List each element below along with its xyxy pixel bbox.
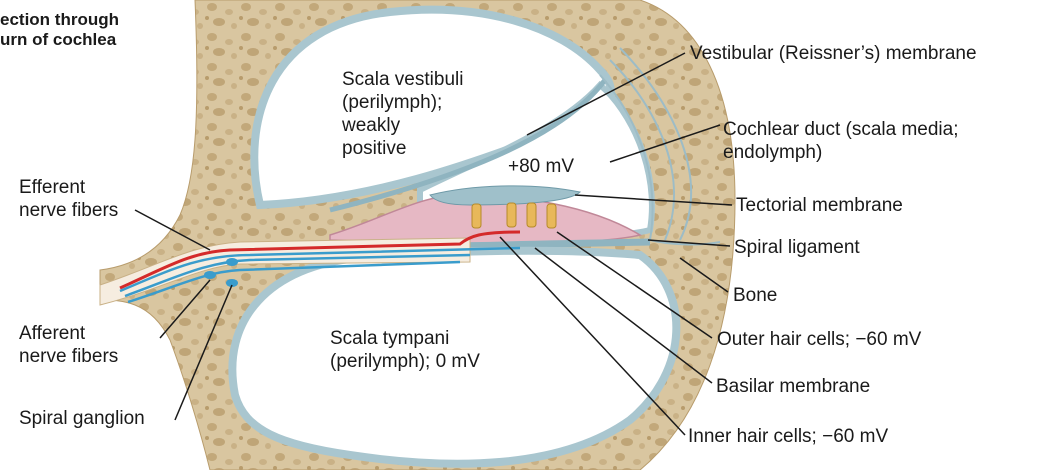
basilar-membrane-label: Basilar membrane xyxy=(716,375,870,398)
afferent-line-1: Afferent xyxy=(19,322,118,345)
efferent-line-1: Efferent xyxy=(19,176,118,199)
cochlear-duct-line-1: Cochlear duct (scala media; xyxy=(723,118,959,141)
afferent-fibers-label: Afferent nerve fibers xyxy=(19,322,118,368)
bone-label: Bone xyxy=(733,284,777,307)
duct-potential-label: +80 mV xyxy=(508,155,574,178)
scala-tympani-label: Scala tympani (perilymph); 0 mV xyxy=(330,327,480,373)
inner-hair-cells-label: Inner hair cells; −60 mV xyxy=(688,425,888,448)
outer-hair-cells-label: Outer hair cells; −60 mV xyxy=(717,328,921,351)
spiral-ligament-label: Spiral ligament xyxy=(734,236,860,259)
scala-vestibuli-label: Scala vestibuli (perilymph); weakly posi… xyxy=(342,68,463,160)
efferent-line-2: nerve fibers xyxy=(19,199,118,222)
cochlear-duct-line-2: endolymph) xyxy=(723,141,959,164)
scala-vestibuli-line-1: Scala vestibuli xyxy=(342,68,463,91)
figure-title: ection through urn of cochlea xyxy=(0,10,119,50)
scala-vestibuli-line-2: (perilymph); xyxy=(342,91,463,114)
afferent-line-2: nerve fibers xyxy=(19,345,118,368)
efferent-fibers-label: Efferent nerve fibers xyxy=(19,176,118,222)
scala-tympani-line-2: (perilymph); 0 mV xyxy=(330,350,480,373)
title-line-2: urn of cochlea xyxy=(0,30,119,50)
spiral-ganglion-label: Spiral ganglion xyxy=(19,407,145,430)
vestibular-membrane-label: Vestibular (Reissner’s) membrane xyxy=(690,42,977,65)
scala-vestibuli-line-3: weakly xyxy=(342,114,463,137)
tectorial-membrane-label: Tectorial membrane xyxy=(736,194,903,217)
cochlear-duct-label: Cochlear duct (scala media; endolymph) xyxy=(723,118,959,164)
scala-tympani-line-1: Scala tympani xyxy=(330,327,480,350)
title-line-1: ection through xyxy=(0,10,119,30)
scala-vestibuli-line-4: positive xyxy=(342,137,463,160)
